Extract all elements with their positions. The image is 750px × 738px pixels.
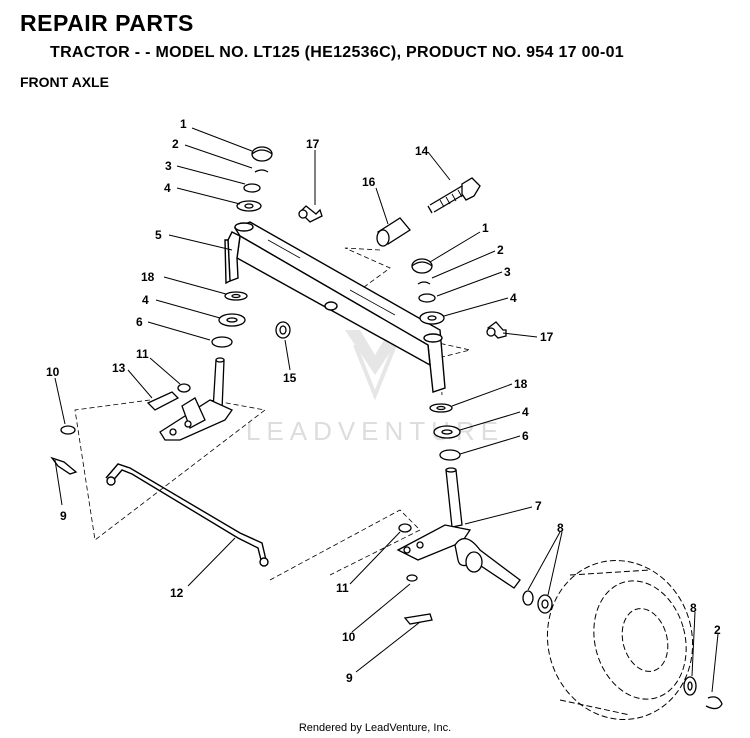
callout-6: 6	[522, 429, 529, 443]
callout-4: 4	[164, 181, 171, 195]
wheel-retainers	[683, 676, 723, 710]
callout-9: 9	[346, 671, 353, 685]
callout-1: 1	[482, 221, 489, 235]
callout-2: 2	[714, 623, 721, 637]
callout-4: 4	[142, 293, 149, 307]
front-wheel	[546, 560, 694, 720]
right-spindle	[396, 467, 553, 625]
callout-14: 14	[415, 144, 429, 158]
callout-9: 9	[60, 509, 67, 523]
section-title: FRONT AXLE	[20, 74, 109, 90]
footer-credit: Rendered by LeadVenture, Inc.	[298, 722, 452, 734]
callout-18: 18	[141, 270, 155, 284]
callout-11: 11	[136, 347, 149, 361]
callout-7: 7	[535, 499, 542, 513]
callout-2: 2	[172, 137, 179, 151]
callout-17: 17	[540, 330, 554, 344]
callout-labels: 1 2 3 4 5 18 4 6 11 13 10 9 12 17 16 14 …	[46, 117, 721, 685]
callout-2: 2	[497, 243, 504, 257]
hardware-parts	[275, 177, 507, 339]
watermark-text: LEADVENTURE	[246, 416, 504, 446]
callout-16: 16	[362, 175, 376, 189]
callout-6: 6	[136, 315, 143, 329]
callout-leaders	[54, 127, 719, 693]
callout-5: 5	[155, 228, 162, 242]
callout-12: 12	[170, 586, 184, 600]
page-title: REPAIR PARTS	[20, 10, 194, 36]
callout-4: 4	[522, 405, 529, 419]
left-pivot-stack	[211, 146, 273, 348]
callout-10: 10	[342, 630, 356, 644]
callout-10: 10	[46, 365, 60, 379]
callout-8: 8	[557, 521, 564, 535]
callout-3: 3	[504, 265, 511, 279]
drag-link	[105, 463, 269, 567]
callout-4: 4	[510, 291, 517, 305]
callout-15: 15	[283, 371, 297, 385]
callout-17: 17	[306, 137, 320, 151]
left-spindle	[50, 357, 233, 475]
callout-3: 3	[165, 159, 172, 173]
callout-8: 8	[690, 601, 697, 615]
axle-beam	[224, 221, 446, 393]
callout-13: 13	[112, 361, 126, 375]
callout-1: 1	[180, 117, 187, 131]
callout-11: 11	[336, 581, 349, 595]
model-subtitle: TRACTOR - - MODEL NO. LT125 (HE12536C), …	[50, 44, 625, 61]
callout-18: 18	[514, 377, 528, 391]
right-pivot-stack	[411, 258, 461, 461]
